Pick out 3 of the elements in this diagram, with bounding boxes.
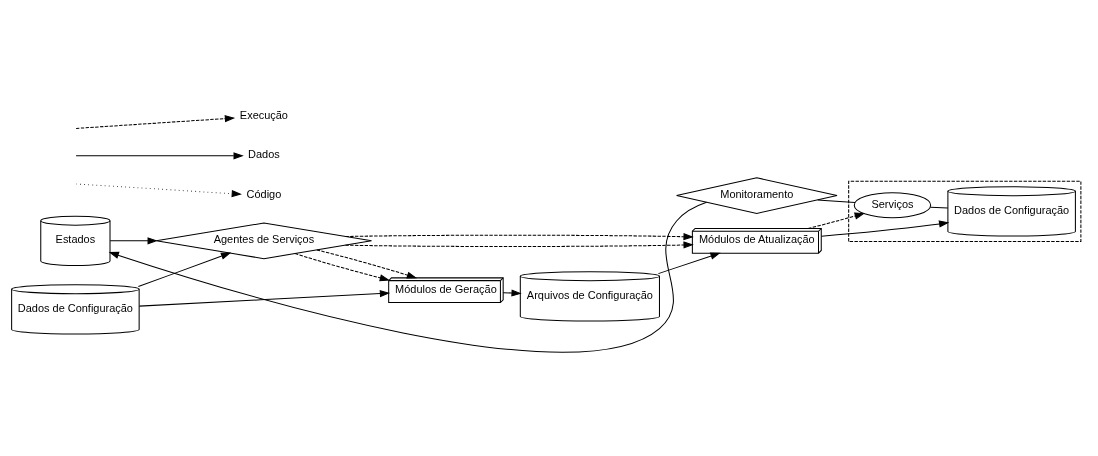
legend-label: Execução bbox=[239, 108, 288, 121]
legend-label: Dados bbox=[248, 148, 280, 161]
legend-label: Código bbox=[246, 188, 282, 201]
